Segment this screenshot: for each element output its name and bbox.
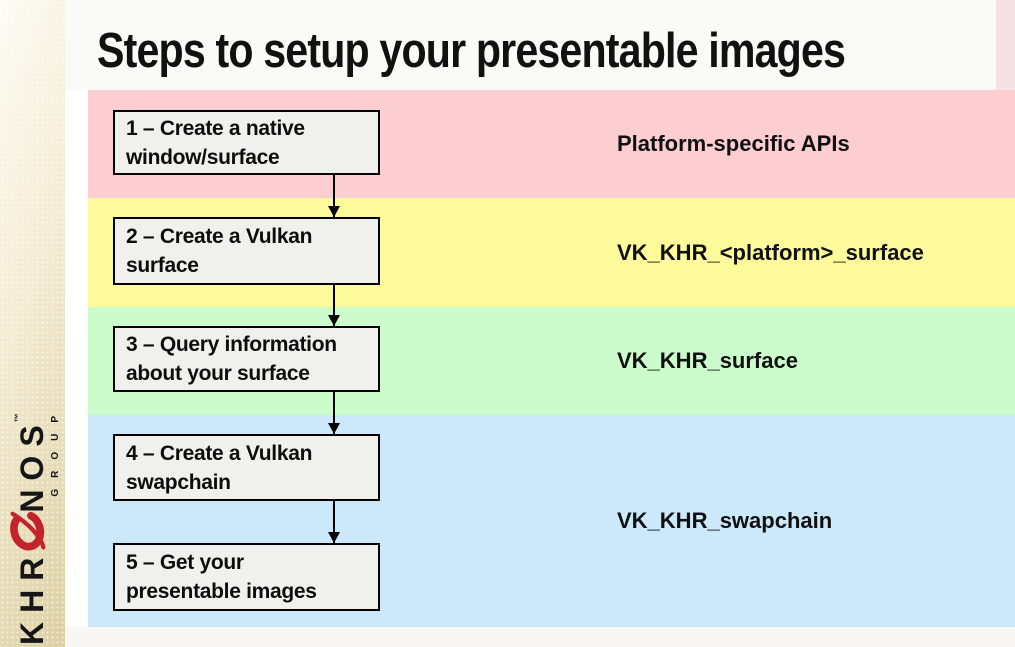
footer-strip: [65, 627, 1015, 647]
flow-box-line: 2 – Create a Vulkan: [126, 225, 313, 248]
slide-title: Steps to setup your presentable images: [97, 24, 846, 78]
trademark-symbol: ™: [13, 413, 23, 423]
wordmark-khr: KHR: [13, 548, 50, 645]
api-label-khr-swapchain: VK_KHR_swapchain: [617, 508, 833, 533]
flow-box-line: about your surface: [126, 362, 310, 385]
slide-content: Steps to setup your presentable images 1…: [88, 0, 1015, 647]
api-label-platform: Platform-specific APIs: [617, 131, 850, 156]
flow-box-step-2: 2 – Create a Vulkan surface: [113, 217, 380, 285]
khronos-swirl-o-icon: [5, 509, 59, 555]
api-label-khr-platform-surface: VK_KHR_<platform>_surface: [617, 239, 924, 265]
api-label-khr-surface: VK_KHR_surface: [617, 348, 798, 373]
flow-box-line: 4 – Create a Vulkan: [126, 441, 313, 465]
khronos-sidebar: KHR NOS ™ GROUP: [0, 0, 65, 647]
flow-box-step-3: 3 – Query information about your surface: [113, 326, 380, 392]
band-khr-surface: VK_KHR_surface: [88, 307, 1015, 415]
flow-box-line: 1 – Create a native: [126, 116, 305, 140]
flow-box-line: swapchain: [126, 470, 231, 494]
right-edge-accent: [996, 0, 1015, 90]
flow-box-step-4: 4 – Create a Vulkan swapchain: [113, 434, 380, 501]
flow-box-line: presentable images: [126, 580, 317, 603]
khronos-group-label: GROUP: [50, 405, 61, 497]
arrow-step-1-to-2: [328, 175, 340, 217]
flow-box-line: 5 – Get your: [126, 551, 244, 574]
flow-box-line: surface: [126, 254, 199, 277]
flow-box-step-5: 5 – Get your presentable images: [113, 543, 380, 611]
arrow-step-2-to-3: [328, 285, 340, 326]
flow-box-line: 3 – Query information: [126, 333, 337, 356]
flow-box-step-1: 1 – Create a native window/surface: [113, 110, 380, 175]
wordmark-nos: NOS: [13, 416, 50, 513]
khronos-wordmark: KHR NOS ™: [10, 390, 54, 645]
title-background-strip: [65, 0, 1015, 90]
flow-box-line: window/surface: [126, 145, 280, 169]
khronos-logo: KHR NOS ™ GROUP: [10, 390, 64, 645]
arrow-step-3-to-4: [328, 392, 340, 434]
arrow-step-4-to-5: [328, 501, 340, 543]
